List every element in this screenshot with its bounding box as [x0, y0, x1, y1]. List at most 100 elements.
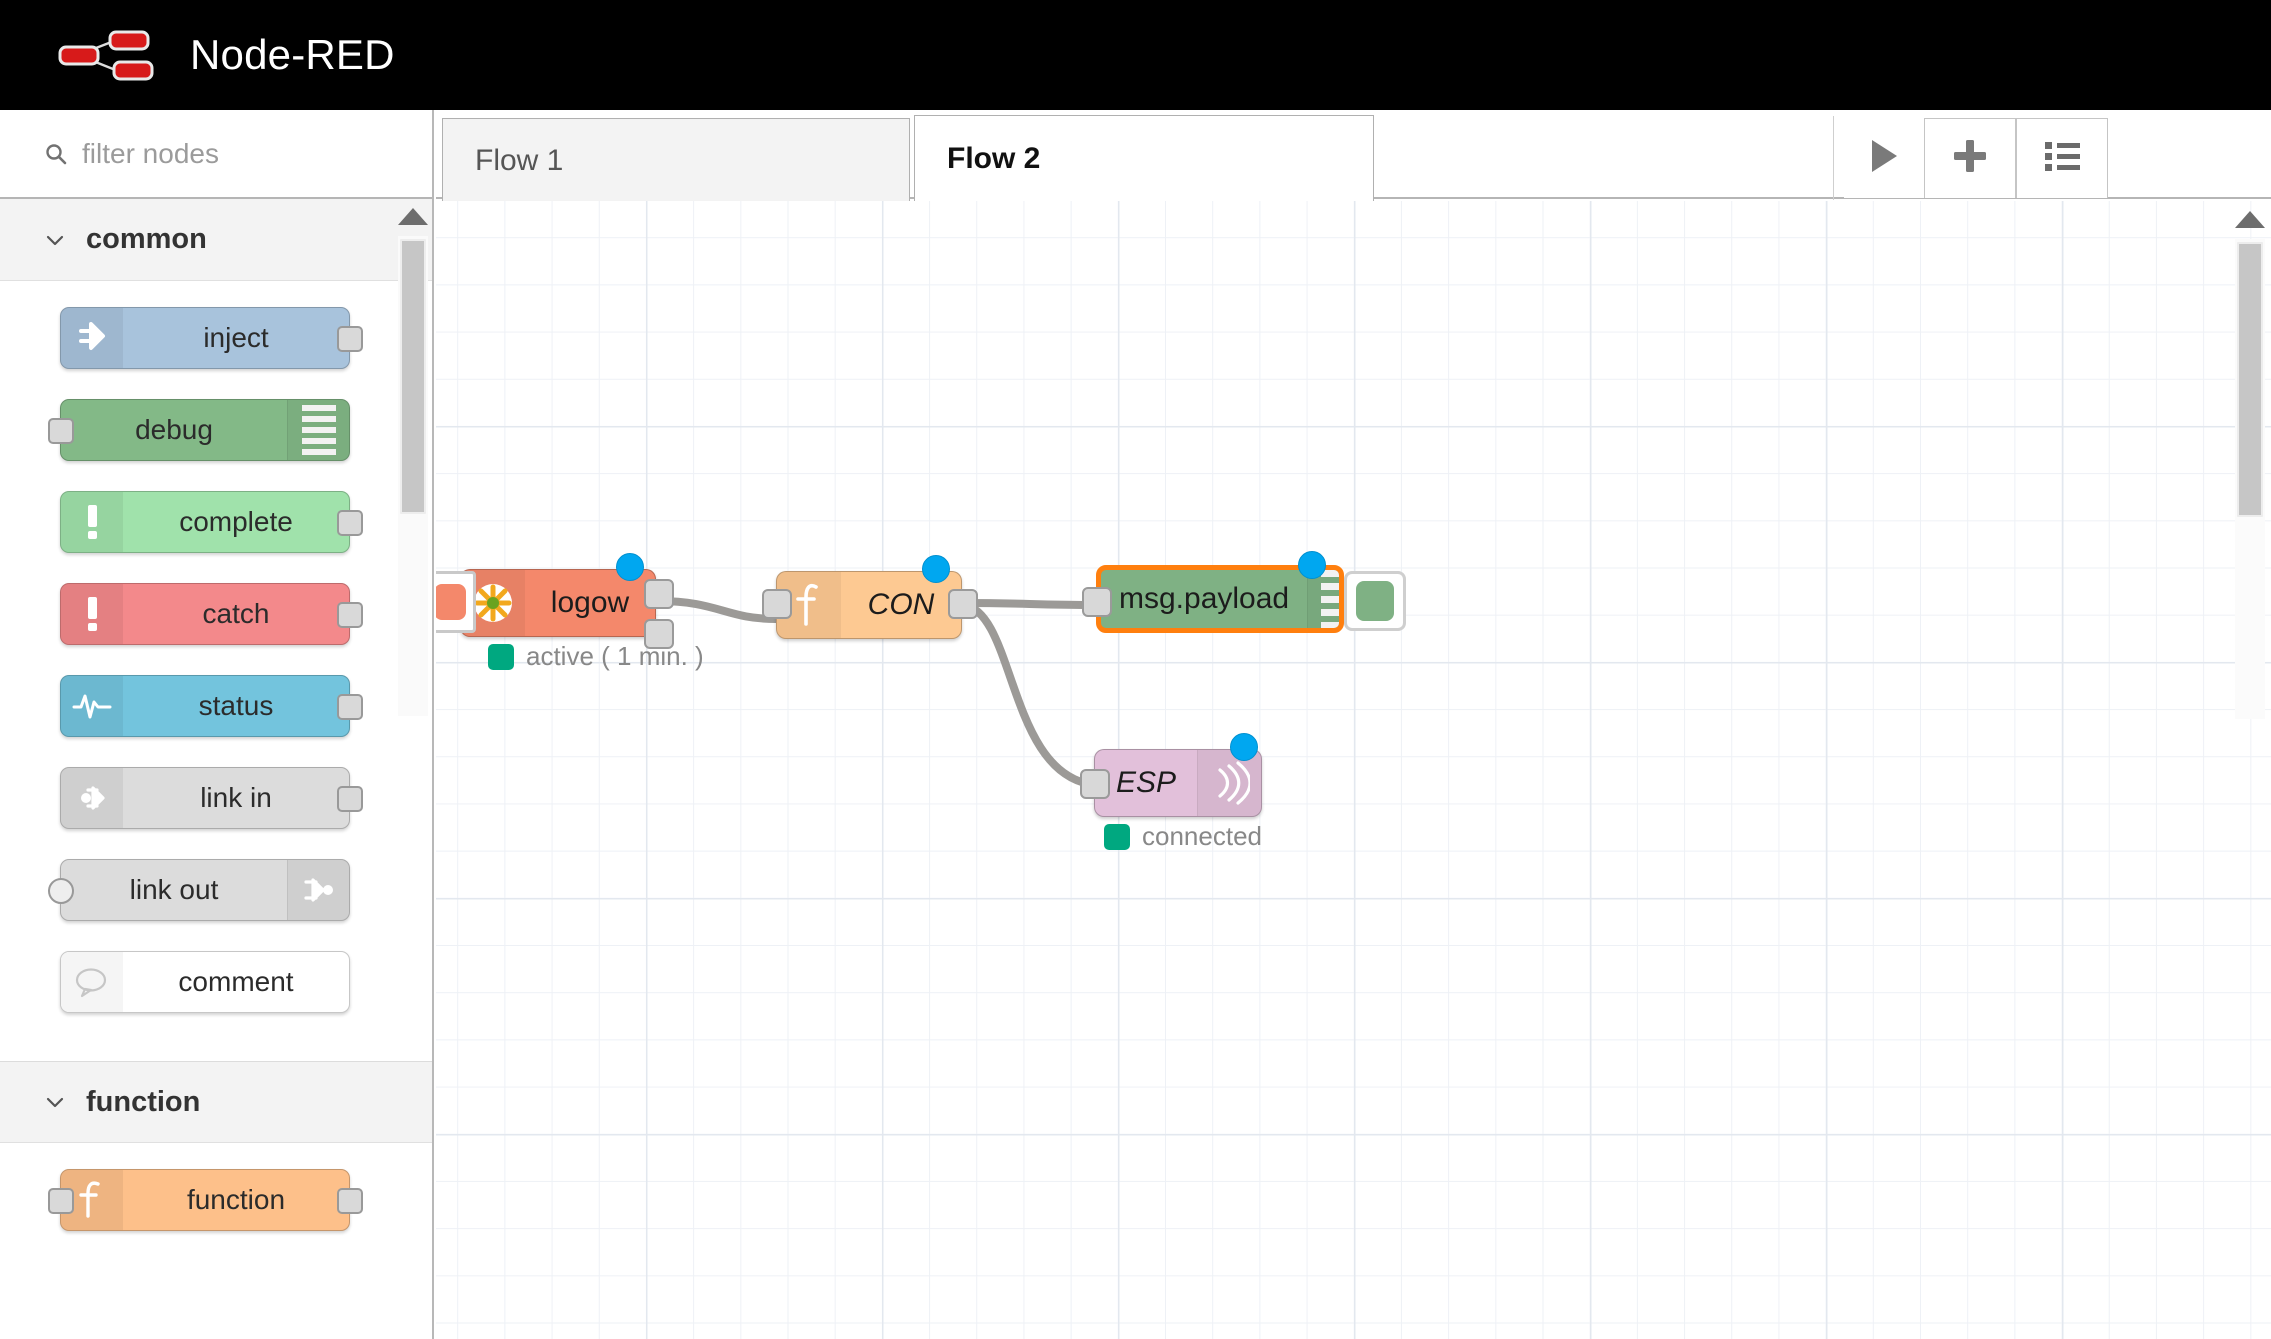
link-in-icon [61, 768, 123, 828]
tab-flow-2[interactable]: Flow 2 [914, 115, 1374, 201]
esp-changed-badge [1230, 733, 1258, 761]
palette-category-function[interactable]: function [0, 1061, 432, 1143]
con-input-port[interactable] [762, 589, 792, 619]
palette-scroll-area: common inject [0, 199, 432, 1339]
list-menu-icon [2042, 139, 2082, 178]
flow-list-button[interactable] [2016, 118, 2108, 198]
search-input[interactable] [82, 137, 382, 170]
palette-node-label: status [198, 690, 274, 721]
palette-category-function-body: function [0, 1143, 432, 1279]
canvas-scrollbar-thumb[interactable] [2237, 242, 2263, 517]
palette-node-label: inject [203, 322, 269, 353]
flow-canvas[interactable]: logow active ( 1 min. ) CON [436, 201, 2271, 1339]
canvas-grid [436, 201, 2271, 1339]
node-palette: common inject [0, 110, 434, 1339]
wifi-signal-icon [1197, 750, 1261, 816]
status-dot-icon [1104, 823, 1130, 850]
debug-lines-icon [1307, 570, 1339, 628]
tab-label: Flow 2 [947, 141, 1041, 175]
msg-payload-input-port[interactable] [1082, 587, 1112, 617]
flow-nodes-layer: logow active ( 1 min. ) CON [436, 201, 2271, 1339]
palette-category-label: common [86, 223, 207, 255]
con-output-port[interactable] [948, 589, 978, 619]
node-output-port[interactable] [337, 602, 363, 628]
palette-search-bar[interactable] [0, 110, 432, 199]
play-triangle-icon [1867, 137, 1901, 180]
logow-output-port-1[interactable] [644, 579, 674, 609]
node-output-port[interactable] [337, 326, 363, 352]
plus-icon [1950, 136, 1990, 181]
esp-input-port[interactable] [1080, 769, 1110, 799]
palette-node-link-in[interactable]: link in [0, 767, 432, 831]
palette-scrollbar-thumb[interactable] [400, 239, 426, 514]
palette-node-label: link out [129, 874, 219, 905]
run-flow-button[interactable] [1844, 118, 1924, 198]
palette-category-label: function [86, 1085, 201, 1118]
status-text: connected [1142, 821, 1262, 851]
palette-node-label: debug [135, 414, 213, 445]
node-input-port[interactable] [48, 878, 74, 904]
palette-node-label: function [186, 1184, 286, 1215]
palette-category-common[interactable]: common [0, 199, 432, 281]
canvas-scrollbar[interactable] [2235, 209, 2265, 749]
flow-node-esp[interactable]: ESP [1094, 749, 1262, 817]
logow-output-port-2[interactable] [644, 619, 674, 649]
flow-node-label: CON [867, 588, 935, 621]
wire-logow-to-con [654, 597, 780, 623]
pulse-wave-icon [61, 676, 123, 736]
add-flow-button[interactable] [1924, 118, 2016, 198]
link-out-icon [287, 860, 349, 920]
palette-node-label: link in [200, 782, 272, 813]
wire-con-to-esp [960, 601, 1100, 789]
flow-tab-bar: Flow 1 Flow 2 [436, 110, 2271, 202]
scroll-up-arrow-icon[interactable] [2235, 211, 2265, 228]
palette-node-debug[interactable]: debug [0, 399, 432, 463]
enable-button-inner [1356, 581, 1394, 621]
logow-inject-button[interactable] [436, 571, 476, 633]
con-changed-badge [922, 555, 950, 583]
wire-con-to-msg-payload [960, 599, 1104, 609]
node-output-port[interactable] [337, 510, 363, 536]
node-input-port[interactable] [48, 1188, 74, 1214]
node-output-port[interactable] [337, 786, 363, 812]
palette-node-catch[interactable]: catch [0, 583, 432, 647]
palette-scrollbar[interactable] [398, 206, 428, 746]
palette-node-inject[interactable]: inject [0, 307, 432, 371]
palette-node-complete[interactable]: complete [0, 491, 432, 555]
inject-arrow-icon [61, 308, 123, 368]
toolbar-separator [1833, 116, 1834, 200]
flow-node-label: msg.payload [1119, 582, 1290, 615]
node-output-port[interactable] [337, 694, 363, 720]
palette-node-comment[interactable]: comment [0, 951, 432, 1015]
exclamation-icon [61, 492, 123, 552]
chevron-down-icon [44, 1091, 66, 1113]
palette-node-label: complete [179, 506, 293, 537]
flow-node-msg-payload[interactable]: msg.payload [1096, 565, 1344, 633]
tab-flow-1[interactable]: Flow 1 [442, 118, 910, 202]
flow-wires [654, 597, 1104, 789]
node-red-logo-icon [58, 27, 176, 83]
search-icon [44, 142, 68, 166]
node-output-port[interactable] [337, 1188, 363, 1214]
exclamation-icon [61, 584, 123, 644]
palette-node-link-out[interactable]: link out [0, 859, 432, 923]
msg-payload-enable-button[interactable] [1344, 571, 1406, 631]
scroll-up-arrow-icon[interactable] [398, 208, 428, 225]
esp-status: connected [1104, 821, 1262, 852]
status-dot-icon [488, 643, 514, 670]
palette-node-label: catch [202, 598, 270, 629]
chevron-down-icon [44, 229, 66, 251]
status-text: active ( 1 min. ) [526, 641, 704, 671]
node-input-port[interactable] [48, 418, 74, 444]
msg-payload-changed-badge [1298, 551, 1326, 579]
speech-bubble-icon [61, 952, 123, 1012]
flow-node-label: ESP [1115, 766, 1177, 799]
logow-status: active ( 1 min. ) [488, 641, 704, 672]
flow-node-label: logow [550, 586, 630, 619]
palette-category-common-body: inject debug [0, 281, 432, 1061]
palette-node-status[interactable]: status [0, 675, 432, 739]
palette-node-function[interactable]: function [0, 1169, 432, 1233]
app-header: Node-RED [0, 0, 2271, 110]
tab-label: Flow 1 [475, 143, 564, 177]
palette-node-label: comment [178, 966, 294, 997]
